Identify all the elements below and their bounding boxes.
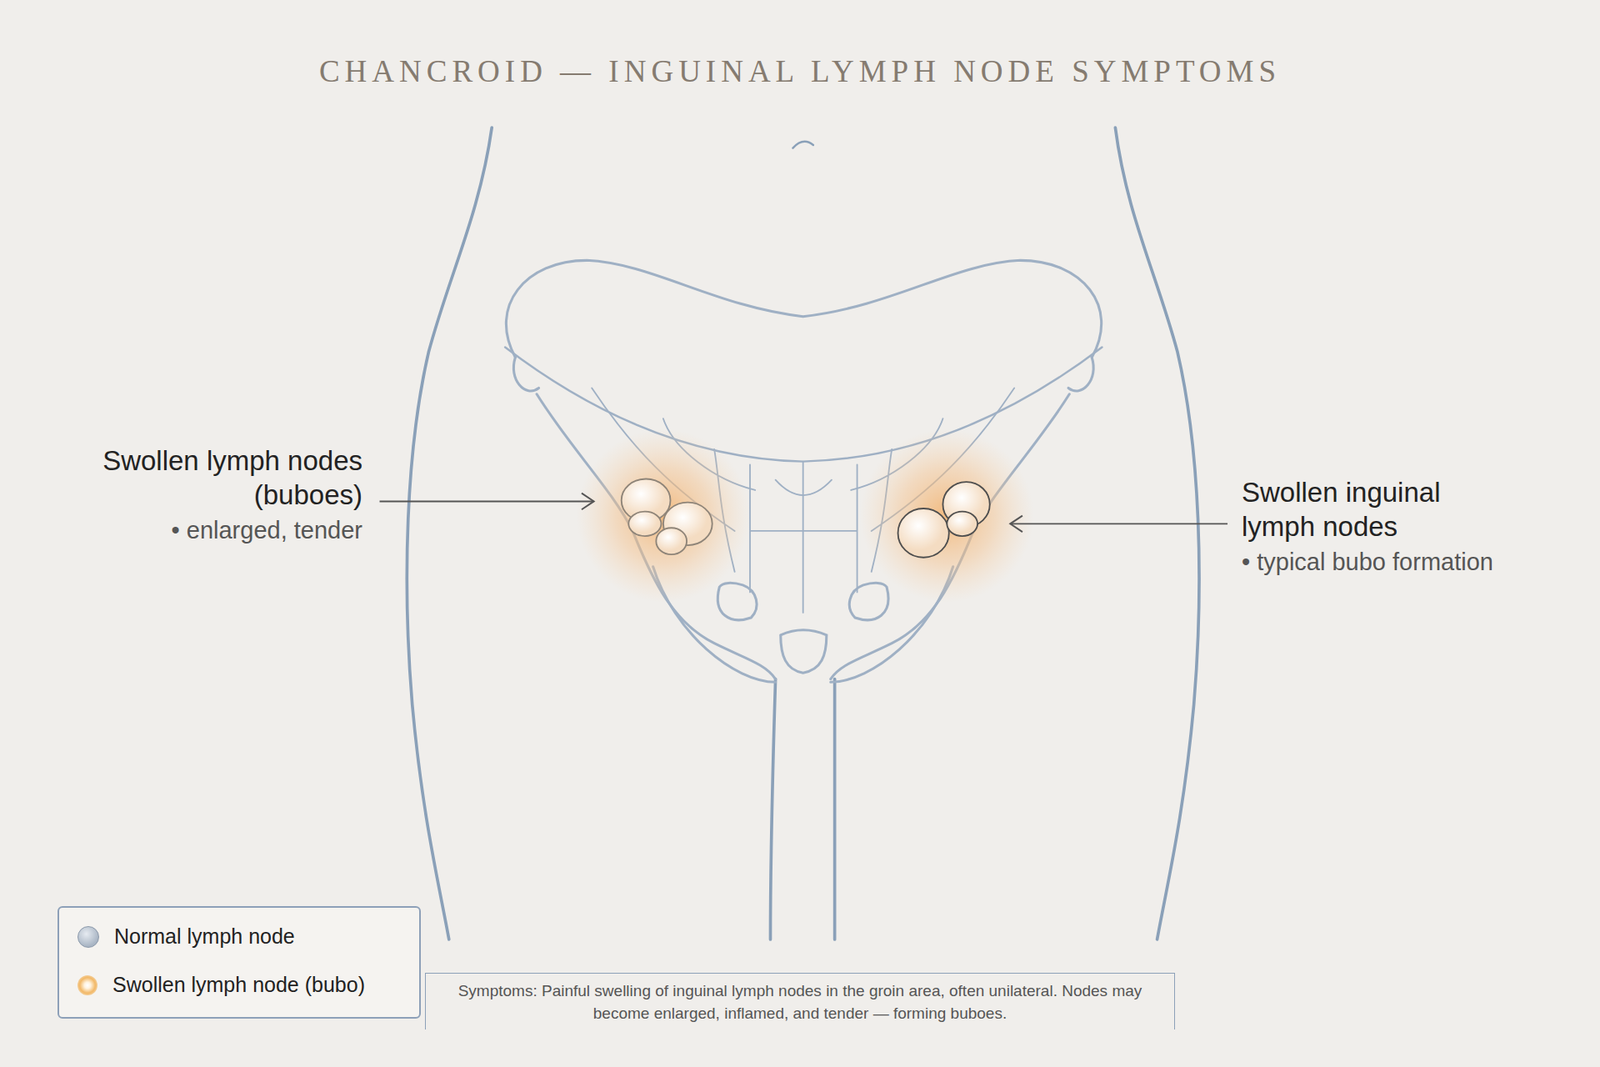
callout-note: • typical bubo formation: [1241, 546, 1584, 579]
caption-box: Symptoms: Painful swelling of inguinal l…: [425, 972, 1175, 1030]
legend-entry: Normal lymph node: [77, 924, 295, 949]
sacrum-tip: [775, 480, 832, 495]
arrowhead: [1010, 515, 1023, 533]
legend-box: Normal lymph nodeSwollen lymph node (bub…: [57, 905, 421, 1019]
lymph-node: [898, 508, 950, 558]
lymph-node: [946, 511, 978, 536]
pelvic-brim: [505, 346, 1102, 461]
legend-text: Swollen lymph node (bubo): [112, 972, 365, 997]
leader-line: [1010, 522, 1228, 525]
lymph-node: [628, 511, 661, 536]
pubic-symphysis: [780, 630, 827, 673]
right-obturator: [849, 582, 889, 620]
glow: [576, 428, 750, 602]
left-hip-line: [406, 127, 492, 940]
right-bubo-cluster: [860, 428, 1034, 602]
leader-lines: [380, 493, 1229, 533]
body-outline: [406, 127, 1200, 940]
diagram-title: CHANCROID — INGUINAL LYMPH NODE SYMPTOMS: [0, 53, 1600, 90]
legend-entry: Swollen lymph node (bubo): [77, 972, 365, 997]
legend-text: Normal lymph node: [114, 924, 295, 949]
legend-swatch: [77, 925, 100, 948]
left-obturator: [717, 582, 757, 620]
legend-swatch: [77, 975, 98, 995]
callout-heading: Swollen lymph nodes (buboes): [79, 443, 363, 513]
lymph-node: [655, 527, 687, 555]
glow: [860, 428, 1034, 602]
right-hip-line: [1115, 127, 1200, 940]
sacrum-line: [750, 461, 858, 613]
callout-note: • enlarged, tender: [79, 515, 363, 547]
right-leg-line: [833, 679, 837, 940]
left-leg-line: [770, 679, 775, 940]
callout-heading: Swollen inguinal lymph nodes: [1241, 475, 1521, 545]
left-bubo-cluster: [576, 428, 750, 602]
left-ilium-edge: [536, 394, 776, 680]
navel: [792, 141, 813, 149]
pelvis-bones: [505, 260, 1102, 682]
iliac-crest: [505, 260, 1101, 357]
arrowhead: [581, 493, 595, 510]
right-ilium-edge: [830, 394, 1070, 680]
leader-line: [380, 500, 595, 502]
